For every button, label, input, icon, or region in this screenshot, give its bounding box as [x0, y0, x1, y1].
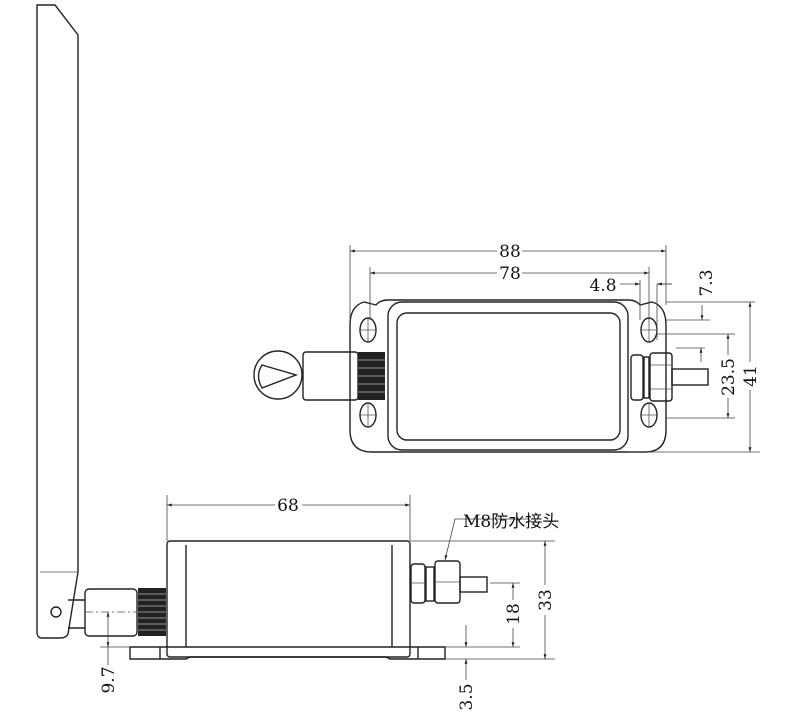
m8-callout: M8防水接头 — [444, 512, 559, 561]
m8-label: M8防水接头 — [463, 512, 559, 532]
dim-18-label: 18 — [504, 603, 524, 625]
dim-88-label: 88 — [499, 242, 521, 262]
side-m8-gland — [410, 560, 488, 604]
dim-78-label: 78 — [499, 264, 521, 284]
dim-9-7-label: 9.7 — [99, 666, 119, 693]
dim-7-3-label: 7.3 — [697, 269, 717, 296]
dim-41: 41 — [628, 302, 761, 453]
dim-18: 18 — [445, 582, 524, 648]
dim-41-label: 41 — [741, 365, 761, 387]
dim-33: 33 — [410, 540, 556, 660]
dim-7-3: 7.3 — [666, 269, 755, 321]
side-view-body — [129, 540, 446, 660]
side-antenna-connector — [84, 588, 166, 637]
dim-68: 68 — [166, 495, 411, 541]
dim-3-5: 3.5 — [457, 625, 477, 711]
top-view-body — [349, 299, 667, 453]
mounting-holes — [359, 317, 658, 428]
dim-78: 78 — [369, 264, 650, 320]
dim-4-8-label: 4.8 — [589, 276, 616, 296]
dim-88: 88 — [349, 242, 667, 320]
dim-23-5: 23.5 — [657, 333, 739, 419]
antenna — [36, 4, 85, 639]
dim-3-5-label: 3.5 — [457, 683, 477, 710]
dim-33-label: 33 — [536, 589, 556, 611]
top-m8-gland — [630, 352, 709, 402]
dim-23-5-label: 23.5 — [719, 358, 739, 396]
top-antenna-connector — [253, 350, 385, 401]
dim-68-label: 68 — [277, 496, 299, 516]
dim-9-7: 9.7 — [99, 612, 130, 694]
dim-4-8: 4.8 — [589, 276, 672, 340]
